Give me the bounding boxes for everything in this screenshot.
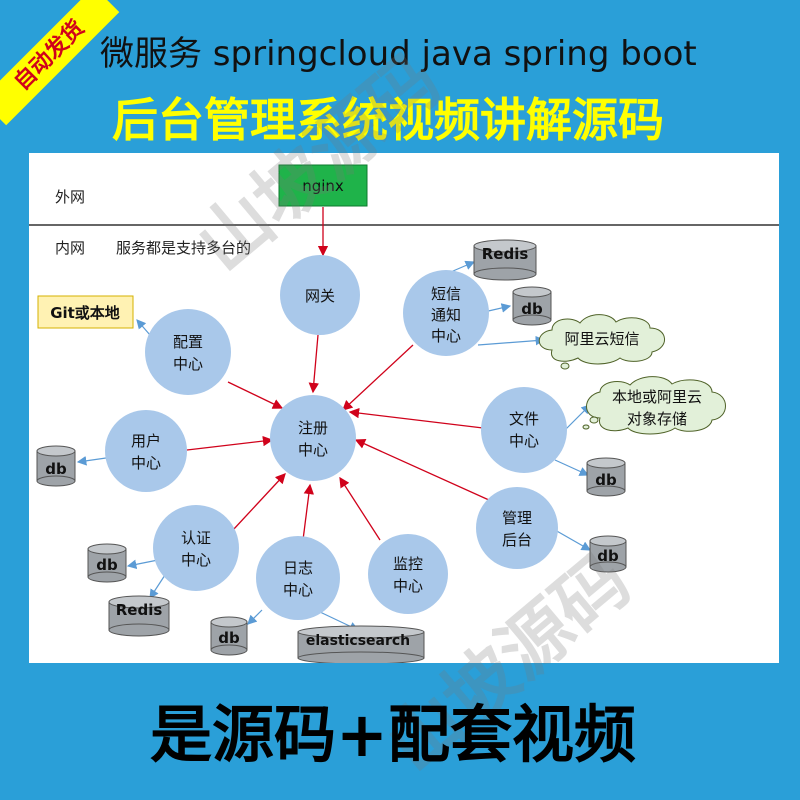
config-node <box>145 309 231 395</box>
config-label-2: 中心 <box>173 355 203 373</box>
db-admin-cylinder: db <box>589 535 627 573</box>
registration-arrows <box>186 207 501 541</box>
sms-to-registry-arrow <box>342 344 414 411</box>
log-node <box>256 536 340 620</box>
db-log-cylinder: db <box>210 616 248 656</box>
db-sms-label: db <box>521 300 543 318</box>
auth-label-2: 中心 <box>181 551 211 569</box>
config-label-1: 配置 <box>173 333 203 351</box>
storage-cylinders: Redis db db db <box>36 239 627 663</box>
redis-auth-label: Redis <box>116 601 163 619</box>
admin-node <box>476 487 558 569</box>
file-node <box>481 387 567 473</box>
title-line-1: 微服务 springcloud java spring boot <box>100 34 697 74</box>
elasticsearch-cylinder: elasticsearch <box>297 625 425 663</box>
nginx-box <box>278 164 368 207</box>
file-to-registry-arrow <box>348 407 484 429</box>
sms-node <box>403 270 489 356</box>
nginx-label: nginx <box>302 177 344 195</box>
oss-label-2: 对象存储 <box>627 410 687 428</box>
sms-to-aliyun-connector <box>477 335 546 346</box>
monitor-label-1: 监控 <box>393 555 423 573</box>
architecture-diagram: 外网 内网 服务都是支持多台的 <box>29 153 779 663</box>
object-storage-cloud: 本地或阿里云 对象存储 <box>582 376 726 435</box>
db-auth-label: db <box>96 556 118 574</box>
monitor-node <box>368 534 448 614</box>
registry-label-2: 中心 <box>298 441 328 459</box>
db-auth-cylinder: db <box>87 543 127 583</box>
db-file-label: db <box>595 471 617 489</box>
db-sms-cylinder: db <box>512 286 552 326</box>
file-to-db-connector <box>554 459 590 476</box>
inner-network-label: 内网 <box>55 239 85 257</box>
config-to-git-connector <box>136 319 151 336</box>
user-to-db-connector <box>76 456 107 466</box>
file-label-1: 文件 <box>509 410 539 428</box>
user-node <box>105 410 187 492</box>
git-box <box>37 295 134 329</box>
admin-label-1: 管理 <box>502 509 532 527</box>
sms-label-1: 短信 <box>431 285 461 303</box>
auth-to-registry-arrow <box>232 473 286 531</box>
db-log-label: db <box>218 629 240 647</box>
user-label-2: 中心 <box>131 454 161 472</box>
outer-network-label: 外网 <box>55 188 85 206</box>
bottom-slogan: 是源码+配套视频 <box>150 698 636 771</box>
service-labels: 网关 配置 中心 注册 中心 用户 中心 认证 中心 日志 中心 监控 中心 短… <box>131 285 539 599</box>
git-label: Git或本地 <box>50 304 120 322</box>
registry-label-1: 注册 <box>298 419 328 437</box>
file-label-2: 中心 <box>509 432 539 450</box>
admin-to-db-connector <box>554 529 592 551</box>
gateway-label: 网关 <box>305 287 335 305</box>
cloud-services: 阿里云短信 本地或阿里云 对象存储 <box>538 314 726 435</box>
user-label-1: 用户 <box>131 432 161 450</box>
redis-sms-label: Redis <box>482 245 529 263</box>
log-label-2: 中心 <box>283 581 313 599</box>
title-line-2: 后台管理系统视频讲解源码 <box>112 93 664 147</box>
monitor-label-2: 中心 <box>393 577 423 595</box>
gateway-node <box>280 255 360 335</box>
log-label-1: 日志 <box>283 559 313 577</box>
db-user-label: db <box>45 460 67 478</box>
redis-auth-cylinder: Redis <box>108 595 170 637</box>
auth-node <box>153 505 239 591</box>
db-user-cylinder: db <box>36 445 76 487</box>
auth-to-db-connector <box>126 559 159 570</box>
aliyun-sms-cloud: 阿里云短信 <box>538 314 665 370</box>
db-admin-label: db <box>597 547 619 565</box>
service-nodes <box>105 255 567 620</box>
log-to-db-connector <box>247 609 263 625</box>
log-to-registry-arrow <box>302 483 315 541</box>
monitor-to-registry-arrow <box>339 476 381 541</box>
admin-to-registry-arrow <box>354 439 501 506</box>
admin-label-2: 后台 <box>502 531 532 549</box>
elasticsearch-label: elasticsearch <box>306 633 410 649</box>
auth-label-1: 认证 <box>181 529 211 547</box>
sms-label-3: 中心 <box>431 327 461 345</box>
gateway-to-registry-arrow <box>308 334 319 394</box>
registry-node <box>270 395 356 481</box>
db-file-cylinder: db <box>586 457 626 497</box>
redis-sms-cylinder: Redis <box>473 239 537 281</box>
oss-label-1: 本地或阿里云 <box>612 388 702 406</box>
multi-instance-note: 服务都是支持多台的 <box>116 239 251 257</box>
file-to-oss-connector <box>564 404 591 431</box>
aliyun-sms-label: 阿里云短信 <box>564 330 639 348</box>
sms-label-2: 通知 <box>431 306 461 324</box>
user-to-registry-arrow <box>186 435 274 451</box>
config-to-registry-arrow <box>227 381 284 409</box>
auth-to-redis-connector <box>149 574 166 600</box>
